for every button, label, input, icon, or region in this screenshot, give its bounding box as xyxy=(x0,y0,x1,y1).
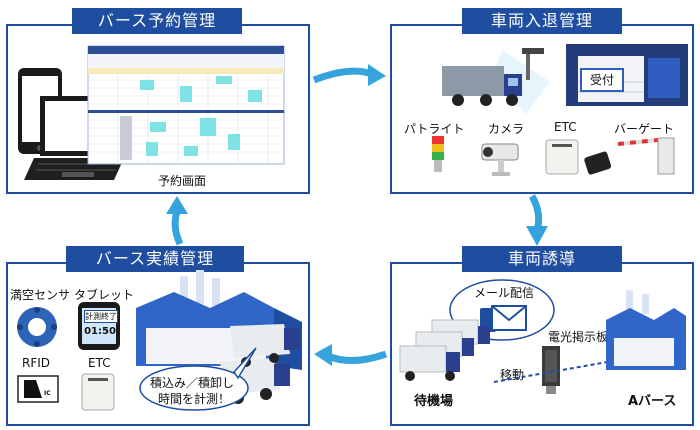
arrow-left-icon xyxy=(314,344,388,366)
device-label-etc-2: ETC xyxy=(88,356,111,370)
patlite-icon xyxy=(432,136,444,172)
panel-title-vehicle-guidance: 車両誘導 xyxy=(462,246,622,272)
booking-screen-caption: 予約画面 xyxy=(158,174,207,188)
callout-text-line1: 積込み／積卸し xyxy=(150,376,235,390)
occupancy-sensor-icon xyxy=(17,307,57,347)
waiting-area-label: 待機場 xyxy=(414,394,454,409)
tablet-status-text: 計測終了 xyxy=(84,310,118,323)
device-label-bar-gate: バーゲート xyxy=(614,122,675,136)
etc-antenna-icon-2 xyxy=(81,373,115,411)
device-label-rfid: RFID xyxy=(22,356,51,370)
berth-a-label: Aバース xyxy=(628,394,677,409)
device-label-occupancy-sensor: 満空センサ xyxy=(10,288,71,302)
callout-bubble xyxy=(139,347,257,411)
etc-antenna-icon xyxy=(545,139,579,175)
signboard-label: 電光掲示板 xyxy=(548,330,609,344)
etc-card-icon xyxy=(584,151,612,175)
camera-icon xyxy=(481,143,519,176)
factory-trucks-illustration xyxy=(136,270,302,404)
panel-title-vehicle-entry: 車両入退管理 xyxy=(462,8,622,34)
signboard-icon xyxy=(542,346,560,394)
device-label-etc: ETC xyxy=(554,120,577,134)
arrow-down-icon xyxy=(526,194,548,246)
rfid-tag-label: IC xyxy=(44,390,51,397)
callout-text-line2: 時間を計測！ xyxy=(158,392,231,406)
tablet-timer: 01:50 xyxy=(84,326,116,337)
device-label-patlite: パトライト xyxy=(404,122,465,136)
booking-screen xyxy=(87,45,285,165)
gate-sign: 受付 xyxy=(580,68,624,92)
device-label-camera: カメラ xyxy=(488,122,525,136)
arrow-up-icon xyxy=(166,196,188,246)
berth-a-factory-icon xyxy=(606,290,686,370)
rfid-tag-icon xyxy=(17,375,59,403)
panel-title-berth-performance: バース実績管理 xyxy=(66,246,244,272)
mail-icon xyxy=(480,305,527,332)
panel-title-berth-booking: バース予約管理 xyxy=(72,8,242,34)
device-label-tablet: タブレット xyxy=(74,288,135,302)
truck-gate-illustration xyxy=(442,44,688,114)
mail-label: メール配信 xyxy=(474,286,535,300)
bar-gate-icon xyxy=(617,137,675,175)
waiting-trucks-illustration xyxy=(399,319,490,381)
arrow-right-icon xyxy=(312,64,386,86)
